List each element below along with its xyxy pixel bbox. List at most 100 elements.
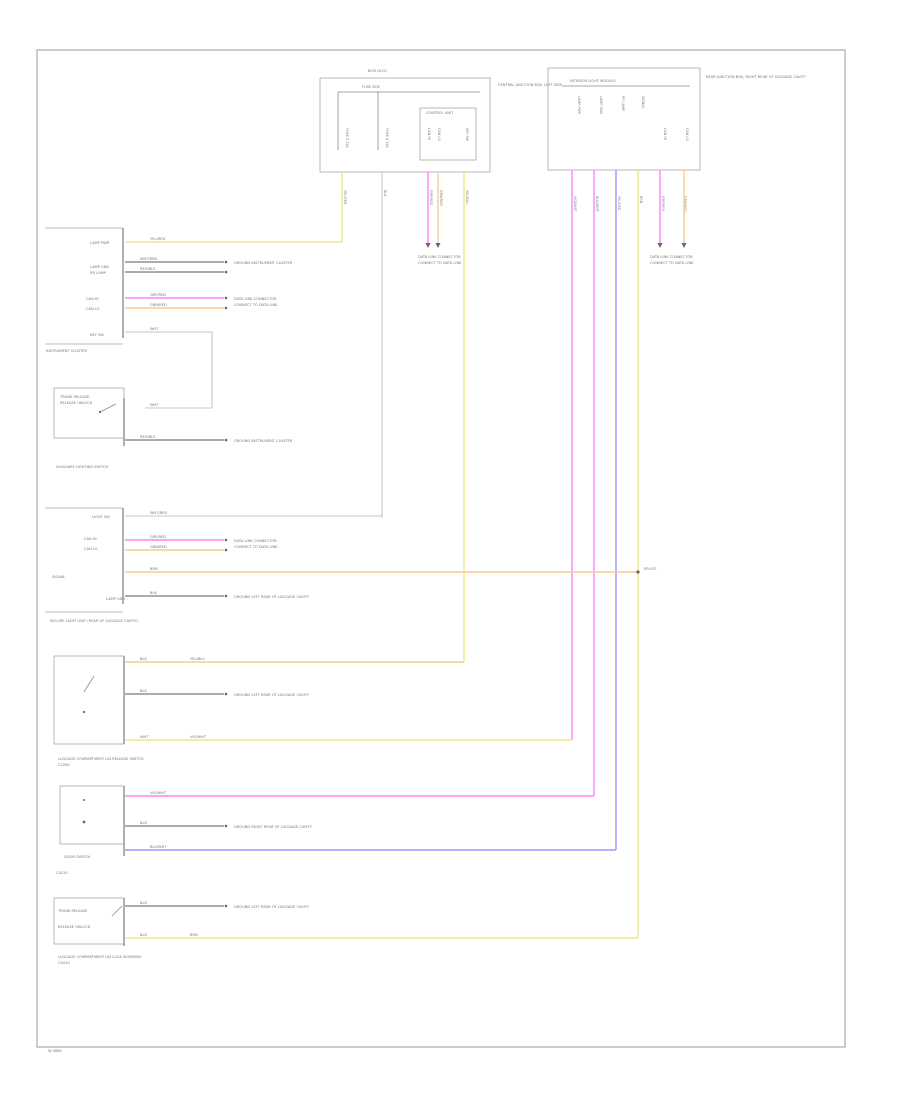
instrument-cluster-block: LAMP PWR LAMP GND RR LAMP CAN HI CAN LO … (45, 227, 343, 409)
unit-wlabel-4: BRN (150, 567, 158, 571)
lock-dest: GROUND LEFT REAR OF LUGGAGE CAVITY (234, 905, 310, 909)
aux-switch-arm (99, 403, 117, 413)
unit-dot-3 (224, 594, 228, 598)
aux-dest: GROUND INSTRUMENT CLUSTER (234, 439, 293, 443)
vlabel-8: YEL/RED (617, 196, 621, 211)
door-dot (224, 824, 228, 828)
unit-wlabel-5: BLK (150, 591, 157, 595)
lock-switch-arm (111, 905, 123, 917)
can-label-b: CONNECT TO DATA LINK (418, 261, 462, 265)
ic-label: INSTRUMENT CLUSTER (46, 349, 87, 353)
door-wlabel-1: VIO/WHT (150, 791, 167, 795)
right-pin-can-lo: CAN LO (685, 128, 689, 141)
top-module-inner-label: CONTROL UNIT (426, 111, 454, 115)
door-label: DOOR SWITCH (64, 855, 90, 859)
lock-box (53, 897, 125, 945)
can-terminations: DATA LINK CONNECTOR CONNECT TO DATA LINK… (418, 243, 694, 265)
can-label-c: DATA LINK CONNECTOR (650, 255, 693, 259)
right-pin-can-hi: CAN HI (663, 128, 667, 140)
arrow-2 (435, 243, 441, 248)
ic-wlabel-4: GRY/RED (150, 293, 166, 297)
vlabel-7: BLU/WHT (595, 196, 599, 213)
arrow-3 (657, 243, 663, 248)
lock-conn: C4410 (58, 961, 70, 965)
aux-wlabel-2: RED/BLK (140, 435, 156, 439)
ic-wire-yellow (125, 238, 343, 243)
top-fuse-a-label: FUSE 3 15A (345, 128, 349, 148)
ic-pin-2: LAMP GND (90, 265, 109, 269)
aux-switch-block: TRUNK RELEASE RELEASE UNLOCK WHT RED/BLK… (53, 387, 293, 469)
right-pin-d: SIGNAL (641, 96, 645, 109)
unit-dot-2 (224, 548, 228, 552)
vertical-wire-labels: YEL/RED BLK GRY/RED GRN/RED YEL/BLU VIO/… (343, 190, 687, 213)
aux-dot (224, 438, 228, 442)
vlabel-3: GRY/RED (429, 190, 433, 205)
splice-label: SPLICE (644, 567, 657, 571)
top-module-inner-box (419, 107, 477, 161)
unit-dest-3: GROUND LEFT REAR OF LUGGAGE CAVITY (234, 595, 310, 599)
ic-dest-2: DATA LINK CONNECTOR (234, 297, 277, 301)
unit-block: LIGHT SW CAN HI CAN LO SIGNAL LAMP GND W… (45, 507, 657, 623)
lock-wlabel-1: BLK (140, 901, 147, 905)
lock-wlabel-3: BRN (190, 933, 198, 937)
lcl-switch-contact (82, 710, 86, 714)
door-contact-1 (83, 799, 85, 801)
lcl-wlabel-4: WHT (140, 735, 149, 739)
splice-dot (636, 570, 640, 574)
vlabel-5: YEL/BLU (465, 190, 469, 204)
vlabel-4: GRN/RED (439, 190, 443, 206)
lcl-conn: C2280 (58, 763, 70, 767)
right-module-side-label: REAR JUNCTION BOX, RIGHT REAR OF LUGGAGE… (706, 75, 807, 79)
ic-pin-5: CAN LO (86, 307, 100, 311)
arrow-1 (425, 243, 431, 248)
lcl-wlabel-3: BLK (140, 689, 147, 693)
door-switch-block: VIO/WHT BLK BLU/WHT GROUND RIGHT REAR OF… (56, 785, 616, 875)
lock-label-b: RELEASE UNLOCK (58, 925, 91, 929)
aux-switch-label-b: RELEASE UNLOCK (60, 401, 93, 405)
vlabel-11: GRN/RED (683, 196, 687, 212)
can-label-d: CONNECT TO DATA LINK (650, 261, 694, 265)
right-pin-b: LAMP GND (599, 96, 603, 114)
top-pin-can-hi: CAN HI (427, 128, 431, 140)
unit-dot-1 (224, 538, 228, 542)
can-label-a: DATA LINK CONNECTOR (418, 255, 461, 259)
ic-dot-4 (224, 306, 228, 310)
ic-pin-3: RR LAMP (90, 271, 107, 275)
lcl-label: LUGGAGE COMPARTMENT LID RELEASE SWITCH (58, 757, 144, 761)
door-conn: C4120 (56, 871, 68, 875)
diagram-frame (36, 49, 846, 1048)
lcl-wlabel-5: VIO/WHT (190, 735, 207, 739)
lcl-switch-box (53, 655, 125, 745)
lock-wlabel-2: BLK (140, 933, 147, 937)
ic-pin-6: KEY SW (90, 333, 104, 337)
door-contact-2 (82, 820, 86, 824)
unit-pin-2: CAN HI (84, 537, 97, 541)
lcl-switch-arm (83, 675, 95, 693)
right-module-title: INTERIOR LIGHT MODULE (570, 79, 616, 83)
door-dest: GROUND RIGHT REAR OF LUGGAGE CAVITY (234, 825, 313, 829)
aux-label: AUXILIARY LIGHTING SWITCH (56, 465, 109, 469)
top-module-subtitle: FUSE BOX (362, 85, 380, 89)
aux-switch-label-a: TRUNK RELEASE (59, 395, 90, 399)
ic-dot-2 (224, 270, 228, 274)
top-module-box (319, 77, 491, 173)
door-wlabel-2: BLK (140, 821, 147, 825)
unit-dest-2: CONNECT TO DATA LINK (234, 545, 278, 549)
ic-dot-1 (224, 260, 228, 264)
unit-wlabel-1: WHT/RED (150, 511, 167, 515)
unit-pin-5: LAMP GND (106, 597, 125, 601)
ic-wlabel-6: WHT (150, 327, 159, 331)
door-switch-box (59, 785, 125, 845)
vlabel-9: BRN (639, 196, 643, 204)
top-right-module: INTERIOR LIGHT MODULE REAR JUNCTION BOX,… (547, 67, 807, 171)
lcl-wlabel-2: YEL/BLU (190, 657, 205, 661)
unit-wlabel-3: GRN/RED (150, 545, 167, 549)
lock-label-a: TRUNK RELEASE (57, 909, 88, 913)
lock-dot (224, 904, 228, 908)
ic-dest-3: CONNECT TO DATA LINK (234, 303, 278, 307)
top-fuse-b-label: FUSE 4 15A (385, 128, 389, 148)
ic-dot-3 (224, 296, 228, 300)
vlabel-1: YEL/RED (343, 190, 347, 205)
vlabel-10: GRY/RED (661, 196, 665, 211)
